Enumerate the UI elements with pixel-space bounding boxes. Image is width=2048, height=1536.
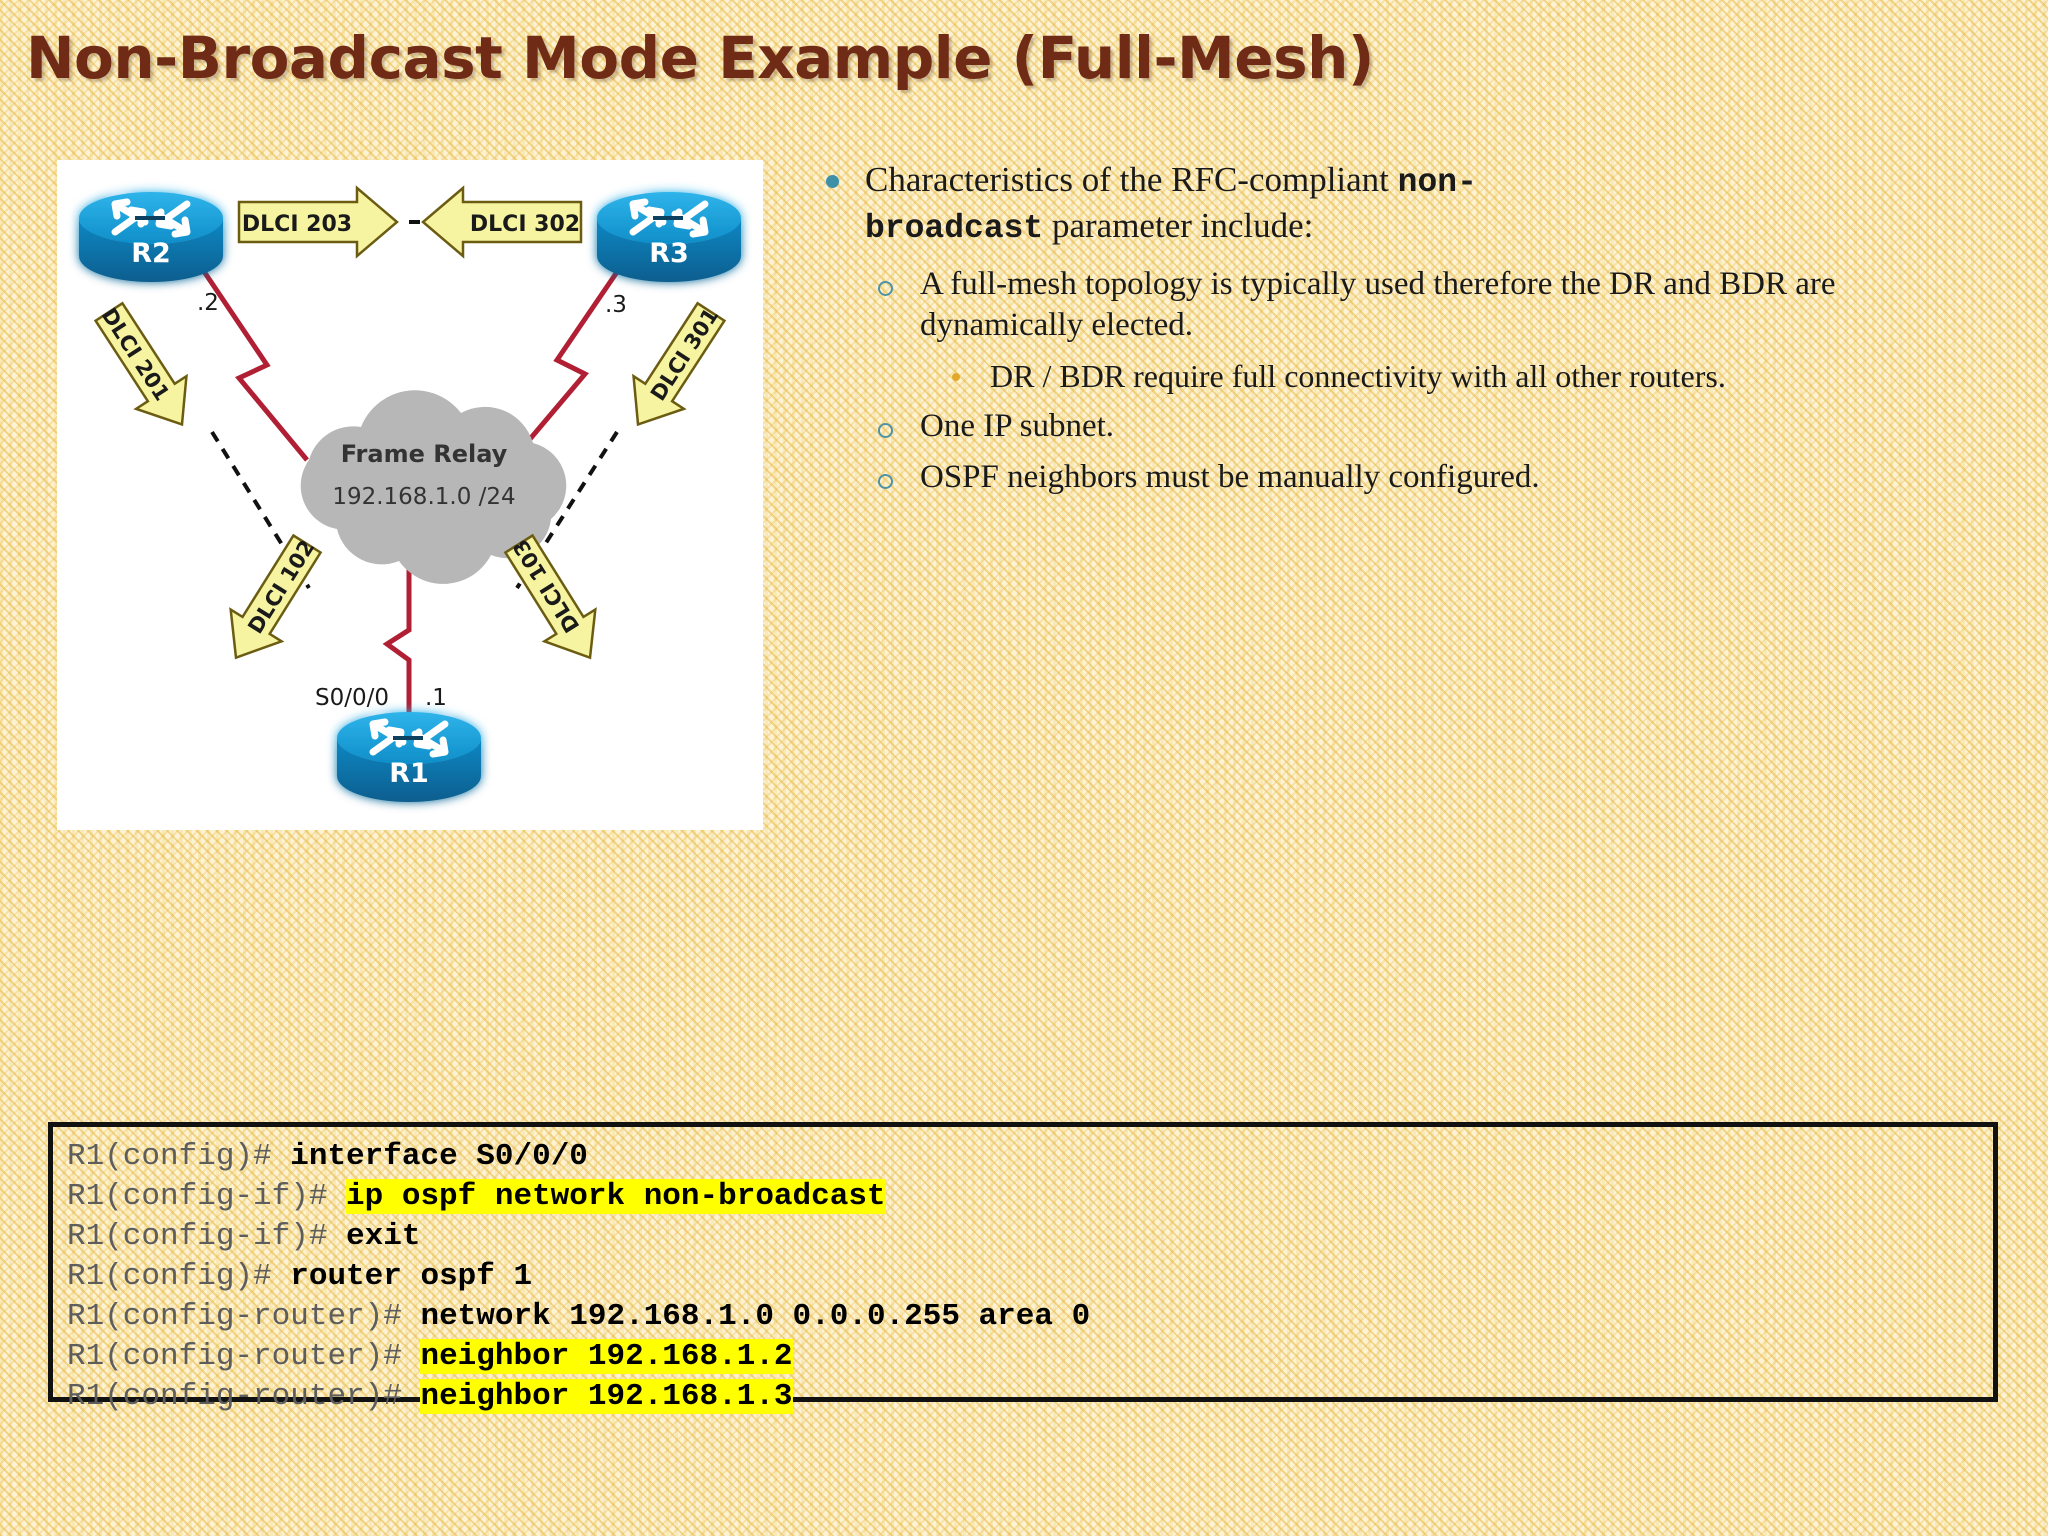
router-r1: R1 [337,712,481,802]
bullet-text-before: Characteristics of the RFC-compliant [865,160,1398,199]
network-topology-diagram: Frame Relay 192.168.1.0 /24 R2 [57,160,763,830]
svg-text:DLCI 201: DLCI 201 [97,304,174,405]
cli-command-highlighted: ip ospf network non-broadcast [346,1179,886,1214]
router-label-r2: R2 [131,238,171,269]
bullet-dot-icon [826,175,839,188]
bullet-level2-text-0: A full-mesh topology is typically used t… [920,266,1836,343]
bullet-ring-icon [878,423,893,438]
label-r3-ip: .3 [605,292,627,318]
cli-prompt: R1(config)# [67,1259,291,1294]
cli-line: R1(config)# router ospf 1 [67,1257,1993,1297]
router-label-r1: R1 [389,758,429,789]
dlci-banner-201: DLCI 201 [93,301,188,427]
bullet-level3-dr-bdr: DR / BDR require full connectivity with … [812,356,2012,396]
dlci-banner-102: DLCI 102 [229,533,323,660]
bullet-level2-full-mesh: A full-mesh topology is typically used t… [812,264,2012,346]
bullet-list: Characteristics of the RFC-compliant non… [812,158,2012,508]
serial-links [200,268,620,730]
cli-line: R1(config-router)# neighbor 192.168.1.2 [67,1337,1993,1377]
cli-command: network 192.168.1.0 0.0.0.255 area 0 [420,1299,1091,1334]
dlci-banner-301: DLCI 301 [632,301,727,427]
cli-command-highlighted: neighbor 192.168.1.3 [420,1379,793,1414]
bullet-text-after: parameter include: [1043,206,1314,245]
cli-command: exit [346,1219,421,1254]
bullet-level2-text-2: OSPF neighbors must be manually configur… [920,459,1540,495]
cli-line: R1(config-router)# neighbor 192.168.1.3 [67,1377,1993,1417]
cli-line: R1(config-router)# network 192.168.1.0 0… [67,1297,1993,1337]
cli-prompt: R1(config-if)# [67,1179,347,1214]
dlci-banner-302: DLCI 302 [421,185,583,259]
bullet-ring-icon [878,474,893,489]
cli-command-highlighted: neighbor 192.168.1.2 [420,1339,793,1374]
bullet-level1-text: Characteristics of the RFC-compliant non… [865,158,1975,250]
cli-command: interface S0/0/0 [290,1139,588,1174]
dlci-banner-103: DLCI 103 [503,533,597,660]
dlci-banner-203: DLCI 203 [237,185,399,259]
cli-prompt: R1(config-router)# [67,1299,421,1334]
bullet-level2-one-subnet: One IP subnet. [812,406,2012,447]
cli-command: router ospf 1 [290,1259,533,1294]
label-r1-ip: .1 [425,685,447,711]
svg-text:DLCI 301: DLCI 301 [646,304,723,405]
svg-text:DLCI 203: DLCI 203 [242,212,352,237]
bullet-mono-broadcast: broadcast [865,210,1044,247]
cli-line: R1(config-if)# ip ospf network non-broad… [67,1177,1993,1217]
bullet-level2-ospf-neighbors: OSPF neighbors must be manually configur… [812,457,2012,498]
bullet-mono-non: non- [1397,164,1477,201]
cli-prompt: R1(config)# [67,1139,291,1174]
bullet-ring-icon [878,281,893,296]
router-r3: R3 [597,192,741,282]
cli-prompt: R1(config-router)# [67,1339,421,1374]
page-title: Non-Broadcast Mode Example (Full-Mesh) [26,24,1374,92]
frame-relay-cloud: Frame Relay 192.168.1.0 /24 [300,390,567,584]
bullet-small-dot-icon [952,373,960,381]
cli-configuration-block: R1(config)# interface S0/0/0 R1(config-i… [48,1122,1998,1414]
router-r2: R2 [79,192,223,282]
bullet-level1-characteristics: Characteristics of the RFC-compliant non… [812,158,2012,250]
router-label-r3: R3 [649,238,689,269]
bullet-level3-text-0: DR / BDR require full connectivity with … [990,358,1726,394]
label-r2-ip: .2 [197,290,219,316]
label-r1-interface: S0/0/0 [315,685,389,711]
svg-text:DLCI 302: DLCI 302 [470,212,580,237]
cli-line: R1(config-if)# exit [67,1217,1993,1257]
bullet-level2-text-1: One IP subnet. [920,408,1115,444]
cli-line: R1(config)# interface S0/0/0 [67,1137,1993,1177]
cli-prompt: R1(config-router)# [67,1379,421,1414]
cloud-name: Frame Relay [341,440,508,468]
cli-prompt: R1(config-if)# [67,1219,347,1254]
cloud-subnet: 192.168.1.0 /24 [332,484,515,510]
